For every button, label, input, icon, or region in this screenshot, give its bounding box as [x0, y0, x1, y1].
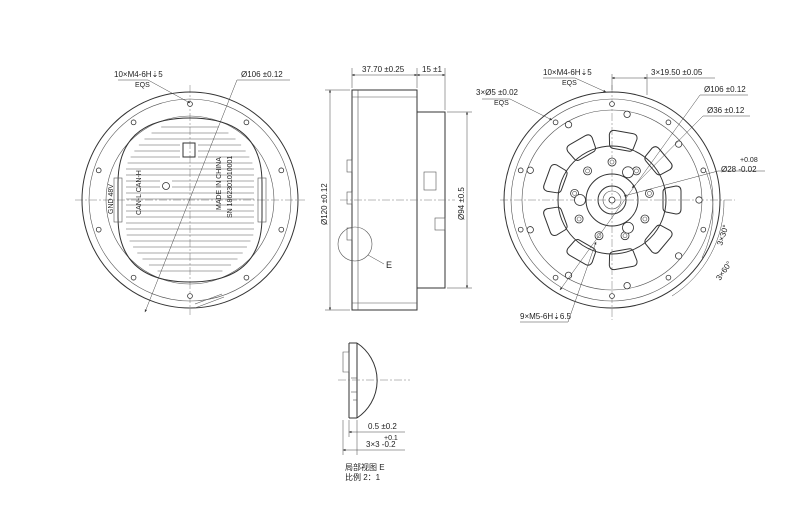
threaded-hole — [517, 167, 524, 174]
pocket-group — [526, 164, 568, 194]
rear-inner-thread-callout: 9×M5-6H⇣6.5 — [520, 312, 572, 321]
rear-pin-callout: 3×Ø5 ±0.02 — [476, 88, 519, 97]
inner-threaded-hole-core — [585, 168, 590, 174]
inner-threaded-hole — [645, 189, 654, 198]
pocket-group — [564, 121, 597, 161]
mounting-hole — [243, 274, 250, 281]
outer-hole — [564, 271, 573, 279]
threaded-hole — [609, 293, 615, 299]
threaded-hole — [552, 274, 559, 281]
threaded-hole — [700, 226, 707, 233]
detail-groove-dim: 3×3 -0.2 — [366, 440, 396, 449]
inner-threaded-hole-core — [622, 233, 628, 239]
pocket-group — [608, 110, 638, 152]
pocket-group — [608, 248, 638, 290]
rear-bore-label: Ø28 -0.02 — [721, 165, 757, 174]
dowel-pin-hole — [622, 166, 634, 179]
threaded-hole — [665, 119, 672, 126]
detail-scale: 比例 2：1 — [345, 472, 381, 482]
inner-threaded-hole-core — [596, 233, 602, 239]
side-flange-label: 15 ±1 — [422, 65, 443, 74]
detail-view-e: 0.5 ±0.2 +0.1 3×3 -0.2 局部视图 E 比例 2：1 — [338, 342, 410, 482]
pocket-group — [526, 206, 568, 236]
rear-bore-tol-upper: +0.08 — [740, 157, 758, 164]
threaded-hole — [609, 101, 615, 107]
rear-thread-eqs: EQS — [562, 80, 577, 87]
pocket — [608, 129, 638, 152]
outer-hole — [623, 282, 631, 290]
front-view: SN 1862301010001 MADE IN CHINA CAN-L CAN… — [75, 70, 305, 315]
mounting-hole — [130, 274, 137, 281]
inner-threaded-hole — [574, 214, 584, 224]
mounting-hole — [95, 226, 102, 233]
outer-hole — [526, 166, 534, 174]
threaded-hole — [665, 274, 672, 281]
inner-threaded-hole — [607, 157, 617, 167]
inner-threaded-hole-core — [572, 191, 577, 196]
pocket — [644, 146, 673, 176]
threaded-hole — [517, 226, 524, 233]
front-diameter-label: Ø106 ±0.12 — [241, 70, 283, 79]
rear-inner-pcd-label: Ø36 ±0.12 — [707, 106, 745, 115]
rear-pcd-label: Ø106 ±0.12 — [704, 85, 746, 94]
inner-threaded-hole — [583, 166, 592, 176]
pocket — [543, 206, 568, 236]
pocket — [543, 164, 568, 194]
front-thread-eqs: EQS — [135, 82, 150, 89]
pocket-group — [564, 239, 597, 279]
pocket — [566, 239, 597, 266]
pocket — [662, 185, 682, 215]
outer-hole — [623, 110, 631, 118]
pocket-group — [644, 224, 683, 260]
side-length-label: 37.70 ±0.25 — [362, 65, 405, 74]
mounting-hole — [278, 167, 285, 174]
mounting-hole — [278, 226, 285, 233]
mounting-hole — [130, 119, 137, 126]
side-view: E 37.70 ±0.25 15 ±1 Ø120 ±0.12 Ø94 ±0.5 — [320, 65, 472, 311]
outer-hole — [675, 252, 683, 260]
pocket-group — [644, 140, 683, 176]
inner-threaded-hole-core — [609, 159, 615, 165]
plate-can-labels: CAN-L CAN-H — [136, 170, 143, 215]
outer-hole — [526, 226, 534, 234]
rear-pin-eqs: EQS — [494, 100, 509, 107]
detail-marker-e: E — [386, 260, 392, 270]
side-inner-diameter: Ø94 ±0.5 — [457, 187, 466, 220]
rear-spacing-label: 3×19.50 ±0.05 — [651, 68, 703, 77]
lightening-pockets — [526, 110, 703, 290]
rear-angle-60: 3×60° — [714, 260, 734, 283]
detail-chamfer-dim: 0.5 ±0.2 — [368, 422, 397, 431]
inner-threaded-hole-core — [647, 191, 652, 196]
plate-power-labels: GND 48V — [108, 184, 115, 214]
outer-threaded-holes — [517, 101, 707, 299]
plate-serial: SN 1862301010001 — [227, 156, 234, 218]
rear-thread-callout: 10×M4-6H⇣5 — [543, 68, 592, 77]
outer-hole — [564, 121, 573, 129]
outer-hole — [695, 196, 703, 204]
pocket — [644, 224, 673, 254]
inner-threaded-hole — [640, 214, 650, 224]
front-thread-callout: 10×M4-6H⇣5 — [114, 70, 163, 79]
inner-threaded-hole-core — [634, 168, 639, 174]
plate-origin: MADE IN CHINA — [216, 157, 223, 210]
pocket — [608, 248, 638, 271]
threaded-hole — [700, 167, 707, 174]
dowel-pin-hole — [574, 194, 586, 206]
inner-threaded-hole-core — [576, 216, 582, 222]
dowel-pin-hole — [622, 221, 634, 234]
pocket — [566, 134, 597, 161]
inner-threaded-hole-core — [642, 216, 648, 222]
rear-angle-30: 3×30° — [715, 224, 730, 247]
detail-tol-upper: +0.1 — [384, 435, 398, 442]
pocket-group — [662, 185, 703, 215]
rear-view: 3×Ø5 ±0.02 EQS 10×M4-6H⇣5 EQS 3×19.50 ±0… — [476, 68, 765, 323]
threaded-hole — [552, 119, 559, 126]
side-outer-diameter: Ø120 ±0.12 — [320, 183, 329, 225]
detail-title: 局部视图 E — [345, 462, 385, 472]
mounting-hole — [95, 167, 102, 174]
mounting-hole — [243, 119, 250, 126]
mounting-hole — [187, 293, 193, 299]
